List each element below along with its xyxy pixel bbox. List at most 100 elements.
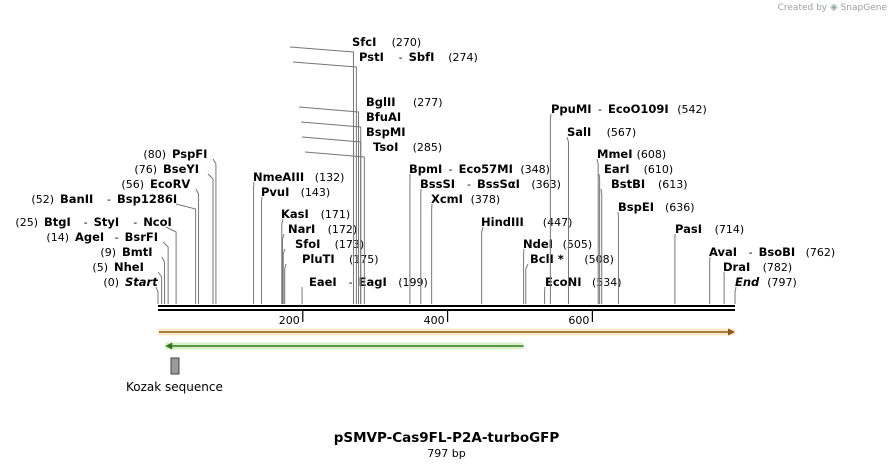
enzyme-name: BglII (366, 95, 396, 109)
site-position: (797) (767, 276, 797, 289)
restriction-site[interactable]: NdeI(505) (523, 237, 592, 304)
plasmid-name: pSMVP-Cas9FL-P2A-turboGFP (333, 430, 560, 446)
restriction-site[interactable]: (9)BmtI (100, 245, 166, 304)
site-separator: - (133, 216, 137, 229)
enzyme-name: StyI (94, 215, 120, 229)
site-leader-line (566, 136, 569, 304)
site-leader-line (598, 173, 601, 304)
enzyme-name: SfcI (352, 35, 376, 49)
restriction-site[interactable]: BspMI (301, 125, 406, 304)
site-leader-line (161, 256, 166, 304)
site-separator: - (749, 246, 753, 259)
restriction-site[interactable]: EarI (610) (598, 162, 674, 304)
site-leader-line (284, 263, 287, 304)
restriction-site[interactable]: (25)BtgI-StyI-NcoI (15, 215, 177, 304)
restriction-site[interactable]: (52)BanII-Bsp1286I (31, 192, 197, 304)
site-leader-line (289, 46, 354, 304)
restriction-site[interactable]: BglII(277) (298, 95, 443, 304)
restriction-site[interactable]: BstBI(613) (600, 177, 688, 304)
restriction-site[interactable]: EcoNI(534) (544, 275, 622, 304)
site-leader-line (212, 158, 217, 304)
site-position: (636) (665, 201, 695, 214)
site-leader-line (162, 241, 169, 304)
backbone-gap (158, 307, 735, 309)
site-leader-line (301, 136, 362, 304)
site-position: (762) (806, 246, 836, 259)
axis-tick-label: 400 (424, 314, 445, 327)
site-position: (505) (563, 238, 593, 251)
site-position: (610) (644, 163, 674, 176)
enzyme-name: BsoBI (759, 245, 796, 259)
enzyme-name: EarI (604, 162, 630, 176)
site-leader-line (207, 173, 214, 304)
restriction-site[interactable]: TsoI(285) (304, 140, 442, 304)
site-leader-line (157, 271, 163, 304)
enzyme-name: BsrFI (125, 230, 158, 244)
orange-arrowhead-icon (728, 328, 735, 336)
restriction-site[interactable]: SalI(567) (566, 125, 637, 304)
enzyme-name: PspFI (172, 147, 207, 161)
enzyme-name: XcmI (431, 192, 463, 206)
site-position: (567) (607, 126, 637, 139)
restriction-site[interactable]: BssSI-BssSαI(363) (420, 177, 561, 304)
credit-text: Created by (777, 3, 828, 13)
restriction-site[interactable]: DraI(782) (723, 260, 792, 304)
site-position: (52) (31, 193, 54, 206)
site-position: (542) (677, 103, 707, 116)
site-leader-line (155, 286, 159, 304)
restriction-site[interactable]: End(797) (734, 275, 797, 304)
restriction-site[interactable]: (80) PspFI (143, 147, 217, 304)
restriction-site[interactable]: (14)AgeI-BsrFI (46, 230, 169, 304)
enzyme-name: BclI * (530, 252, 564, 266)
enzyme-name: EcoNI (545, 275, 581, 289)
enzyme-name: BseYI (163, 162, 199, 176)
site-position: (5) (92, 261, 108, 274)
site-leader-line (596, 158, 599, 304)
restriction-site[interactable]: PasI(714) (674, 222, 744, 304)
site-leader-line (282, 248, 286, 304)
site-position: (80) (143, 148, 166, 161)
restriction-site[interactable]: AvaI-BsoBI(762) (709, 245, 835, 304)
site-separator: - (107, 193, 111, 206)
site-leader-line (281, 218, 284, 304)
site-leader-line (600, 188, 603, 304)
kozak-sequence-box[interactable] (170, 357, 180, 375)
site-position: (274) (448, 51, 478, 64)
restriction-site[interactable]: (56)EcoRV (121, 177, 200, 304)
enzyme-name: PstI (359, 50, 384, 64)
restriction-site[interactable]: NmeAIII(132) (253, 170, 344, 304)
site-position: (76) (134, 163, 157, 176)
credit-brand: SnapGene (840, 3, 887, 13)
restriction-site[interactable]: (76) BseYI (134, 162, 214, 304)
site-position: (199) (398, 276, 428, 289)
site-separator: - (467, 178, 471, 191)
kozak-label: Kozak sequence (126, 380, 223, 394)
restriction-site[interactable]: BpmI-Eco57MI(348) (409, 162, 550, 304)
enzyme-name: MmeI (597, 147, 633, 161)
enzyme-name: EagI (359, 275, 387, 289)
restriction-site[interactable]: BspEI(636) (617, 200, 695, 304)
enzyme-name: EaeI (309, 275, 337, 289)
restriction-site[interactable]: PstI-SbfI(274) (292, 50, 478, 304)
restriction-site[interactable]: SfoI(173) (282, 237, 364, 304)
site-separator: - (84, 216, 88, 229)
restriction-site[interactable]: PpuMI-EcoO109I(542) (549, 102, 707, 304)
site-leader-line (175, 203, 197, 304)
snapgene-credit: Created by ◈ SnapGene (778, 2, 887, 13)
restriction-site[interactable]: SfcI(270) (289, 35, 421, 304)
restriction-site[interactable]: (0)Start (103, 275, 159, 304)
site-leader-line (298, 106, 360, 304)
axis-tick-label: 200 (279, 314, 300, 327)
axis-tick-label: 600 (568, 314, 589, 327)
enzyme-name: PasI (675, 222, 702, 236)
restriction-site[interactable]: NarI(172) (282, 222, 358, 304)
restriction-site[interactable]: EaeI-EagI(199) (301, 275, 428, 304)
restriction-site[interactable]: MmeI(608) (596, 147, 666, 304)
restriction-site[interactable]: (5)NheI (92, 260, 163, 304)
restriction-site[interactable]: PvuI(143) (261, 185, 330, 304)
restriction-site[interactable]: XcmI(378) (431, 192, 500, 304)
restriction-site[interactable]: KasI(171) (281, 207, 350, 304)
site-position: (363) (531, 178, 561, 191)
site-position: (447) (543, 216, 573, 229)
